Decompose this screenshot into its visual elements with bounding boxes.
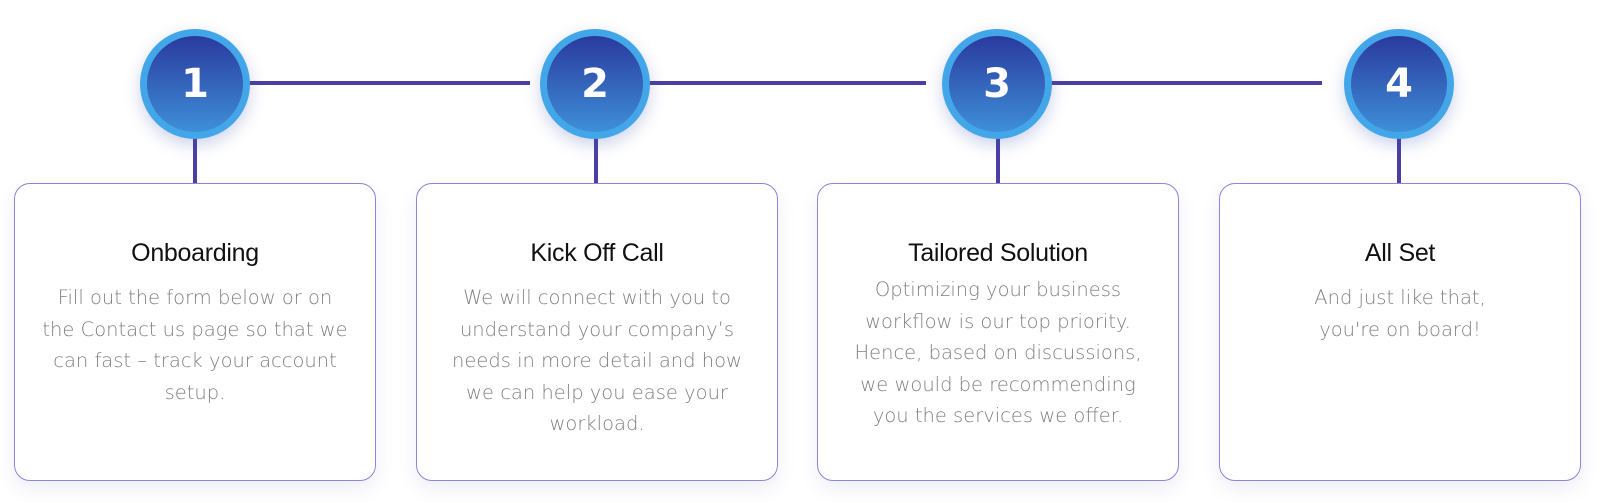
timeline-connector-2-3 xyxy=(636,81,926,85)
step-4-title: All Set xyxy=(1364,239,1436,267)
step-3-number-badge: 3 xyxy=(942,29,1052,139)
step-2-stem xyxy=(594,128,598,184)
step-3-title: Tailored Solution xyxy=(908,239,1088,267)
step-2-title: Kick Off Call xyxy=(530,239,664,267)
step-1-description: Fill out the form below or on the Contac… xyxy=(42,286,348,404)
step-2-description: We will connect with you to understand y… xyxy=(452,286,742,435)
step-3-stem xyxy=(996,128,1000,184)
step-4-number-badge: 4 xyxy=(1344,29,1454,139)
step-4-stem xyxy=(1397,128,1401,184)
timeline-connector-3-4 xyxy=(1032,81,1322,85)
timeline-connector-1-2 xyxy=(245,81,530,85)
step-3-number: 3 xyxy=(983,61,1011,107)
step-2-card: Kick Off Call We will connect with you t… xyxy=(416,183,778,481)
step-4-number: 4 xyxy=(1385,61,1413,107)
step-1-number-badge: 1 xyxy=(140,29,250,139)
step-3-description: Optimizing your business workflow is our… xyxy=(854,278,1142,427)
step-3-card: Tailored Solution Optimizing your busine… xyxy=(817,183,1179,481)
step-2-number-badge: 2 xyxy=(540,29,650,139)
step-4-description: And just like that, you're on board! xyxy=(1314,286,1486,341)
step-1-number: 1 xyxy=(181,61,209,107)
step-2-number: 2 xyxy=(581,61,609,107)
step-4-card: All Set And just like that, you're on bo… xyxy=(1219,183,1581,481)
step-1-stem xyxy=(193,128,197,184)
step-1-card: Onboarding Fill out the form below or on… xyxy=(14,183,376,481)
step-1-title: Onboarding xyxy=(131,239,259,267)
